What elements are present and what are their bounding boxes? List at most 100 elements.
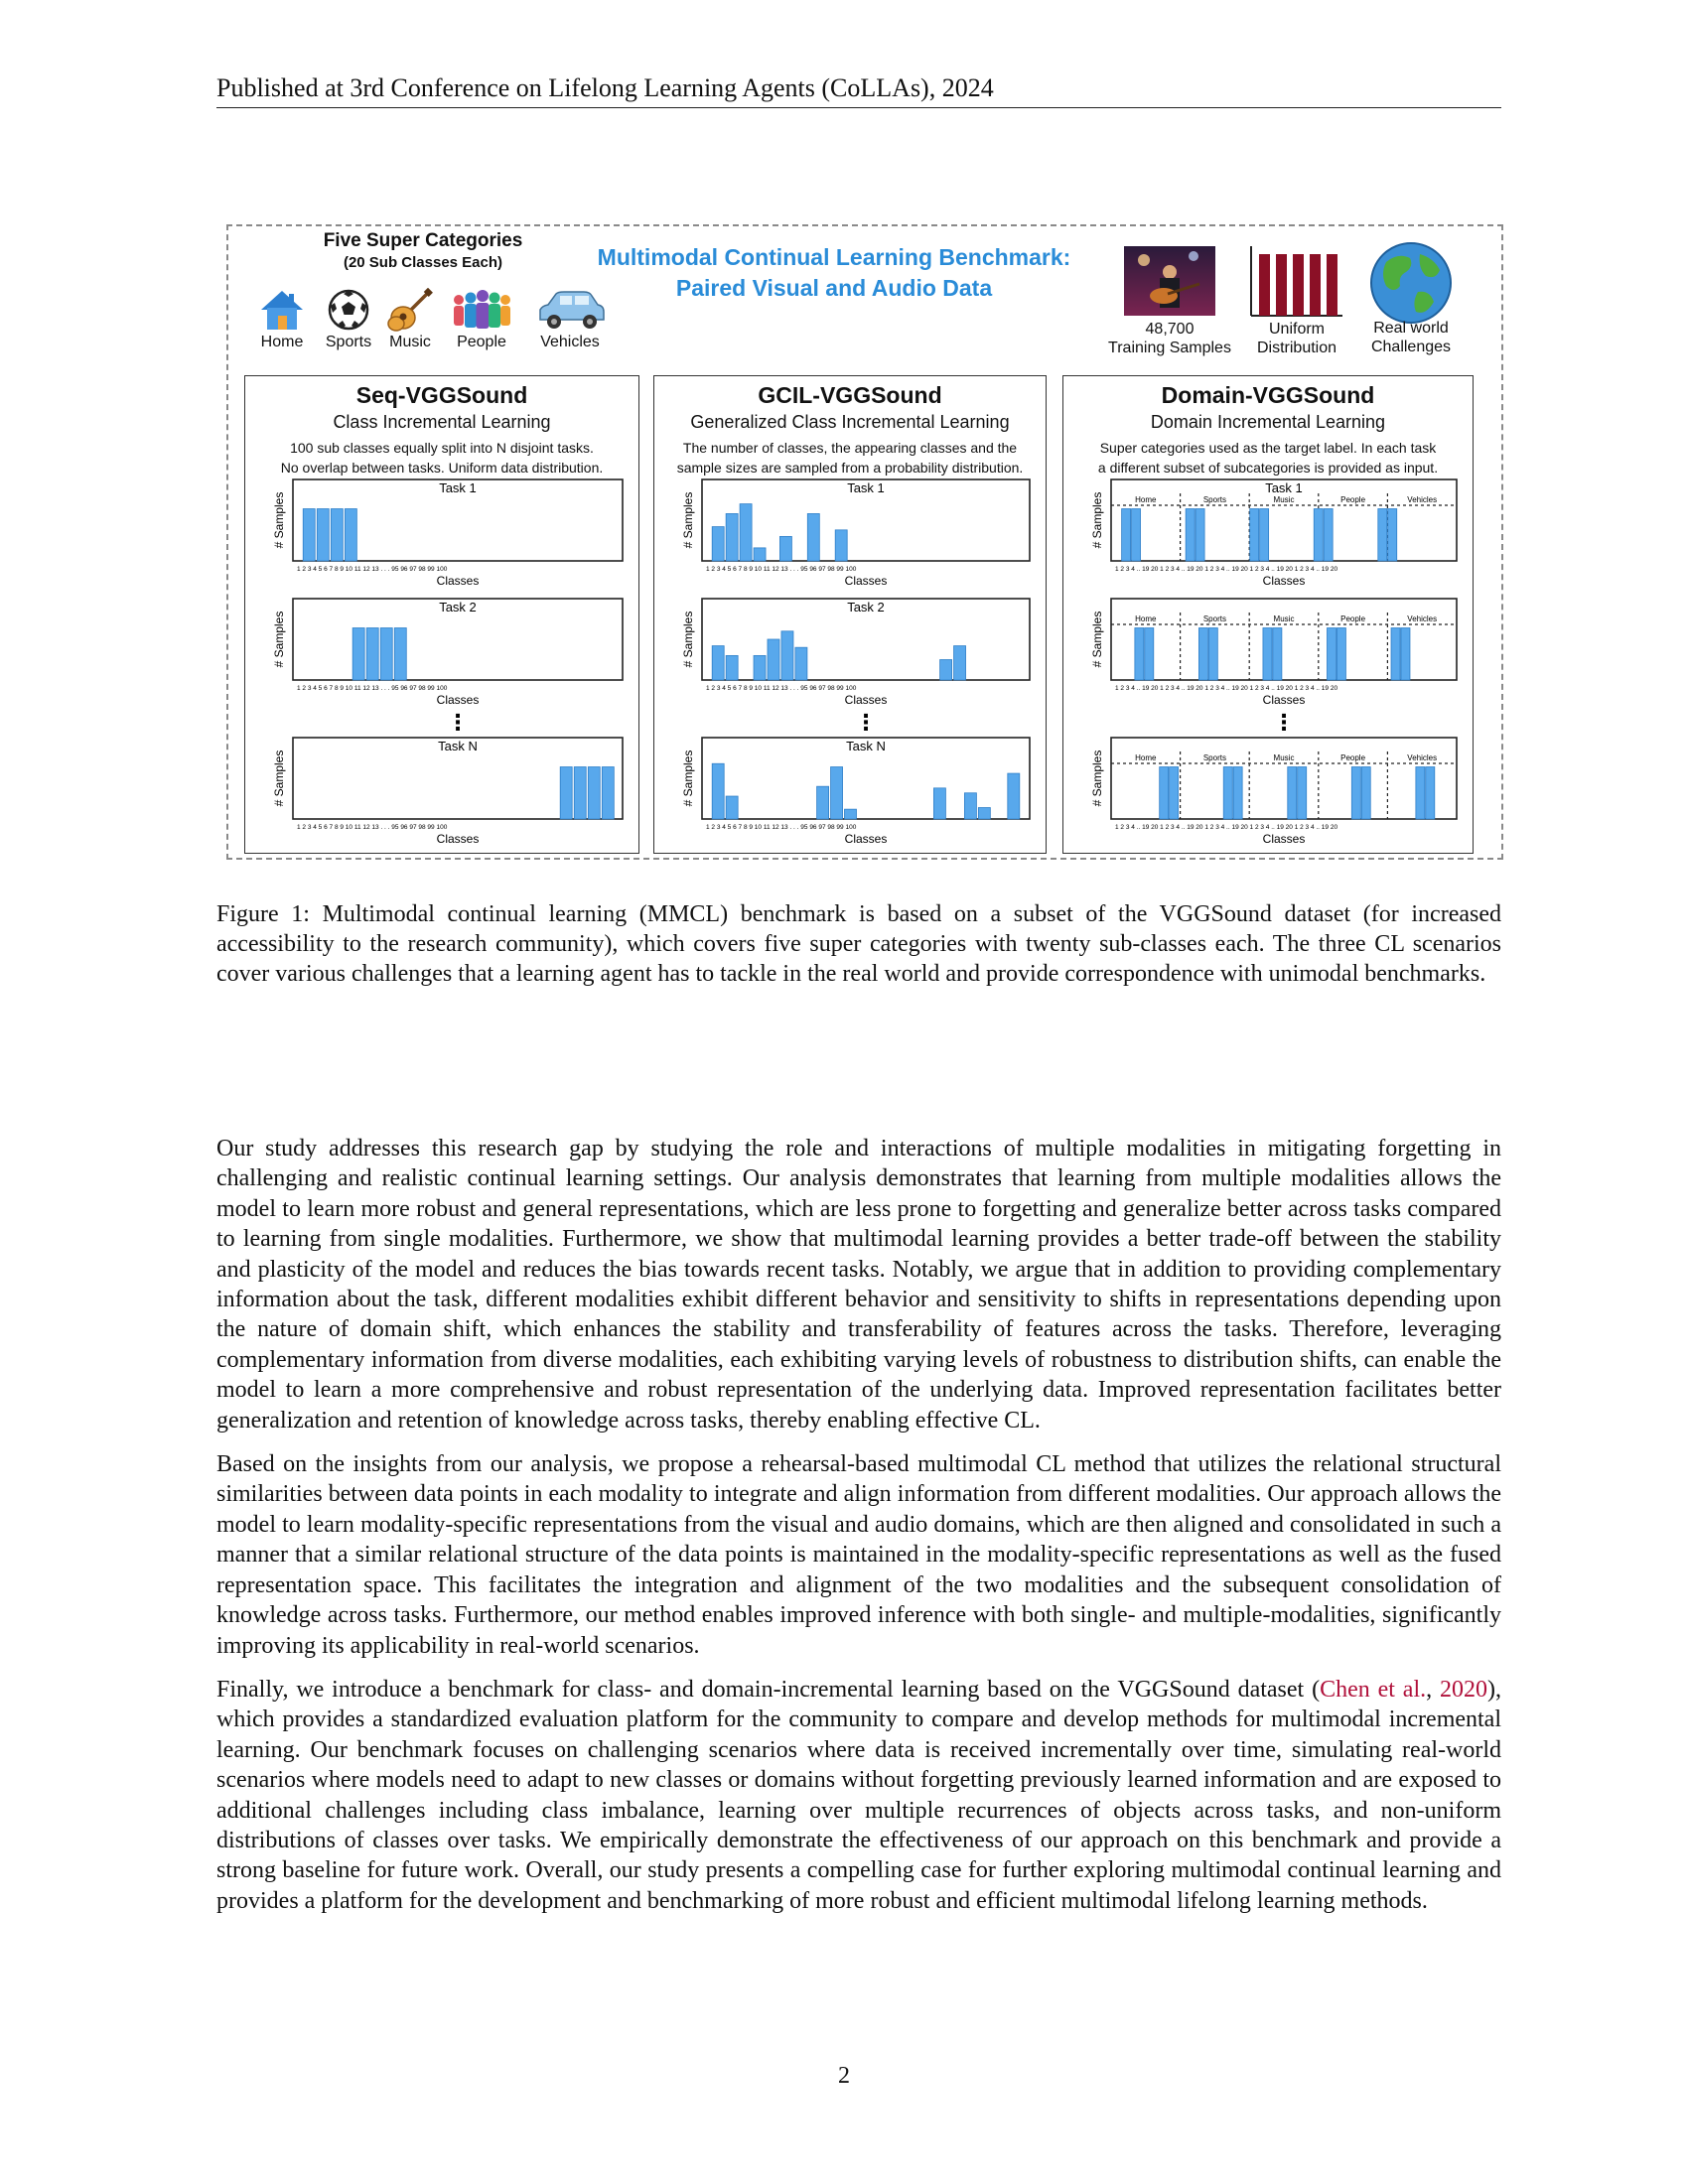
task-chart: Task N 1 2 3 4 5 6 7 8 9 10 11 12 13 . . … [272, 737, 624, 846]
y-axis-label: # Samples [681, 612, 695, 668]
categories-title: Five Super Categories [323, 230, 523, 251]
paragraph: Finally, we introduce a benchmark for cl… [216, 1675, 1501, 1916]
bar [587, 766, 601, 820]
group-label: Home [1135, 614, 1157, 623]
bar [1390, 627, 1401, 681]
y-axis-label: # Samples [1090, 751, 1104, 807]
bar [753, 654, 767, 681]
panel-description-line: No overlap between tasks. Uniform data d… [280, 460, 604, 476]
page-header: Published at 3rd Conference on Lifelong … [216, 71, 1501, 108]
task-label: Task N [846, 739, 886, 753]
category-label: Music [389, 334, 431, 350]
bar [1415, 766, 1426, 820]
bar [711, 762, 725, 820]
bar [939, 659, 953, 681]
bar [1360, 766, 1371, 820]
x-tick-labels: 1 2 3 4 .. 19 20 1 2 3 4 .. 19 20 1 2 3 … [1115, 685, 1337, 692]
bar [352, 627, 365, 681]
x-axis-label: Classes [1263, 693, 1306, 707]
stat-samples: 48,700 Training Samples [1104, 320, 1235, 357]
bar [977, 807, 991, 820]
bar [379, 627, 393, 681]
bar [753, 547, 767, 562]
task-label: Task N [438, 739, 478, 753]
group-label: Music [1274, 495, 1295, 504]
bar [1262, 627, 1273, 681]
bar [739, 503, 753, 562]
task-label: Task 1 [1265, 480, 1303, 495]
bar [767, 638, 780, 681]
bar [1259, 508, 1270, 562]
bar [573, 766, 587, 820]
group-label: People [1340, 753, 1365, 762]
x-tick-labels: 1 2 3 4 5 6 7 8 9 10 11 12 13 . . . 95 9… [297, 685, 448, 692]
bar [963, 792, 977, 820]
bar [834, 529, 848, 562]
bar [1249, 508, 1260, 562]
x-tick-labels: 1 2 3 4 5 6 7 8 9 10 11 12 13 . . . 95 9… [706, 566, 857, 573]
task-label: Task 1 [847, 480, 885, 495]
bar [725, 513, 739, 562]
group-label: Vehicles [1407, 614, 1437, 623]
paragraph-text: , [1426, 1676, 1440, 1703]
group-label: People [1340, 614, 1365, 623]
bar [844, 808, 857, 820]
panel-charts: Task 1 1 2 3 4 5 6 7 8 9 10 11 12 13 . . … [681, 478, 1031, 846]
x-axis-label: Classes [437, 832, 480, 846]
guitar-icon [387, 288, 433, 332]
stat-label: Distribution [1256, 340, 1337, 356]
bar [1134, 627, 1145, 681]
stat-value: Uniform [1268, 321, 1325, 338]
bar [1313, 508, 1324, 562]
x-axis-label: Classes [845, 693, 888, 707]
stat-distribution: Uniform Distribution [1243, 320, 1350, 357]
x-axis-label: Classes [1263, 574, 1306, 588]
group-label: Sports [1203, 495, 1226, 504]
stat-value: Real world [1373, 320, 1449, 337]
stat-challenges: Real world Challenges [1356, 319, 1466, 356]
body-text: Our study addresses this research gap by… [216, 1134, 1501, 1930]
group-label: Vehicles [1407, 495, 1437, 504]
bar [365, 627, 379, 681]
category-home: Home [250, 288, 314, 351]
task-chart-frame [292, 598, 624, 681]
panel-description-line: Super categories used as the target labe… [1099, 440, 1437, 456]
x-tick-labels: 1 2 3 4 5 6 7 8 9 10 11 12 13 . . . 95 9… [297, 824, 448, 831]
car-icon [539, 291, 605, 329]
bar [932, 787, 946, 820]
panel-description: 100 sub classes equally split into N dis… [251, 438, 633, 478]
house-icon [261, 291, 303, 330]
x-axis-label: Classes [845, 574, 888, 588]
bar [601, 766, 615, 820]
category-label: Vehicles [540, 334, 600, 350]
category-label: Sports [325, 334, 372, 350]
task-chart: Task 11 2 3 4 5 6 7 8 9 10 11 12 13 . . … [272, 478, 624, 588]
citation-link[interactable]: Chen et al. [1320, 1676, 1427, 1703]
panel-description-line: sample sizes are sampled from a probabil… [676, 460, 1024, 476]
panel-title: Domain-VGGSound [1161, 382, 1375, 408]
bar [1185, 508, 1196, 562]
benchmark-title: Multimodal Continual Learning Benchmark:… [556, 242, 1112, 304]
task-label: Task 2 [439, 600, 477, 614]
group-label: Home [1135, 495, 1157, 504]
bar [1336, 627, 1346, 681]
task-chart: Task 21 2 3 4 5 6 7 8 9 10 11 12 13 . . … [681, 598, 1031, 707]
panel-description-line: The number of classes, the appearing cla… [682, 440, 1018, 456]
bar [302, 508, 316, 562]
task-label: Task 1 [439, 480, 477, 495]
bar [1272, 627, 1283, 681]
bar [1287, 766, 1298, 820]
category-label: People [457, 334, 506, 350]
figure-caption: Figure 1: Multimodal continual learning … [216, 901, 1501, 987]
panel-gcil-vggsound: GCIL-VGGSound Generalized Class Incremen… [653, 375, 1047, 854]
category-people: People [449, 288, 514, 351]
group-label: People [1340, 495, 1365, 504]
group-label: Music [1274, 614, 1295, 623]
bar [830, 766, 843, 820]
x-axis-label: Classes [1263, 832, 1306, 846]
bar [1327, 627, 1336, 681]
bar [711, 645, 725, 681]
citation-year-link[interactable]: 2020 [1440, 1676, 1487, 1703]
